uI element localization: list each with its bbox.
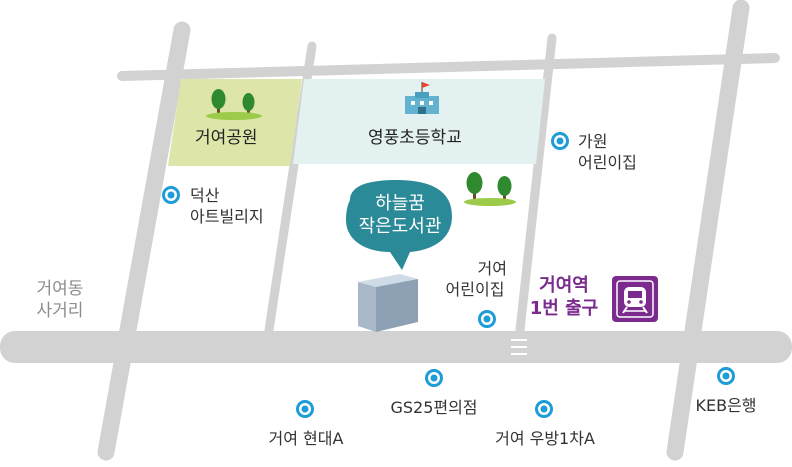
poi-marker-icon (551, 132, 569, 150)
poi-marker-icon (162, 186, 180, 204)
poi-line-1: 거여 (477, 259, 507, 278)
road-main (0, 331, 792, 363)
library-label: 하늘꿈 작은도서관 (352, 192, 448, 238)
road-left-avenue (97, 21, 191, 461)
poi-line-2: 어린이집 (578, 153, 637, 172)
poi-label-hyundai: 거여 현대A (268, 429, 344, 448)
road-center (515, 33, 557, 335)
school-area (293, 79, 545, 164)
tree-icon (464, 172, 516, 206)
subway-line-1: 거여역 (539, 275, 589, 296)
poi-line-1: 가원 (578, 132, 608, 151)
road-top (117, 53, 780, 81)
poi-label-keb: KEB은행 (695, 396, 757, 415)
poi-label-gs25: GS25편의점 (390, 398, 478, 417)
subway-exit-label: 거여역 1번 출구 (520, 274, 608, 320)
poi-marker-icon (425, 369, 443, 387)
poi-line-2: 아트빌리지 (190, 207, 264, 226)
poi-label-geoyeo-daycare: 거여 어린이집 (435, 258, 515, 300)
library-callout (346, 180, 452, 270)
crossroad-line-2: 사거리 (36, 301, 84, 321)
school-building-icon (405, 82, 439, 114)
poi-marker-icon (717, 367, 735, 385)
library-line-2: 작은도서관 (358, 216, 442, 237)
road-right-avenue (666, 0, 750, 461)
poi-marker-icon (296, 400, 314, 418)
school-label: 영풍초등학교 (368, 128, 462, 148)
library-line-1: 하늘꿈 (375, 193, 425, 214)
subway-train-icon (622, 287, 648, 314)
crossroad-label: 거여동 사거리 (28, 278, 92, 322)
crosswalk-marks (511, 339, 527, 355)
poi-label-deoksan: 덕산 아트빌리지 (190, 185, 264, 227)
poi-line-2: 어린이집 (445, 280, 505, 299)
poi-line-1: 덕산 (190, 186, 220, 205)
tree-icon (206, 89, 262, 120)
park-area (168, 79, 302, 166)
poi-markers (162, 132, 735, 418)
library-building-icon (358, 274, 418, 332)
poi-label-woobang: 거여 우방1차A (495, 429, 595, 448)
poi-label-gawon: 가원 어린이집 (578, 131, 637, 173)
subway-line-2: 1번 출구 (529, 298, 599, 319)
poi-marker-icon (478, 310, 496, 328)
crossroad-line-1: 거여동 (36, 279, 84, 299)
subway-station-icon (612, 276, 658, 322)
park-label: 거여공원 (195, 128, 258, 148)
poi-marker-icon (535, 400, 553, 418)
